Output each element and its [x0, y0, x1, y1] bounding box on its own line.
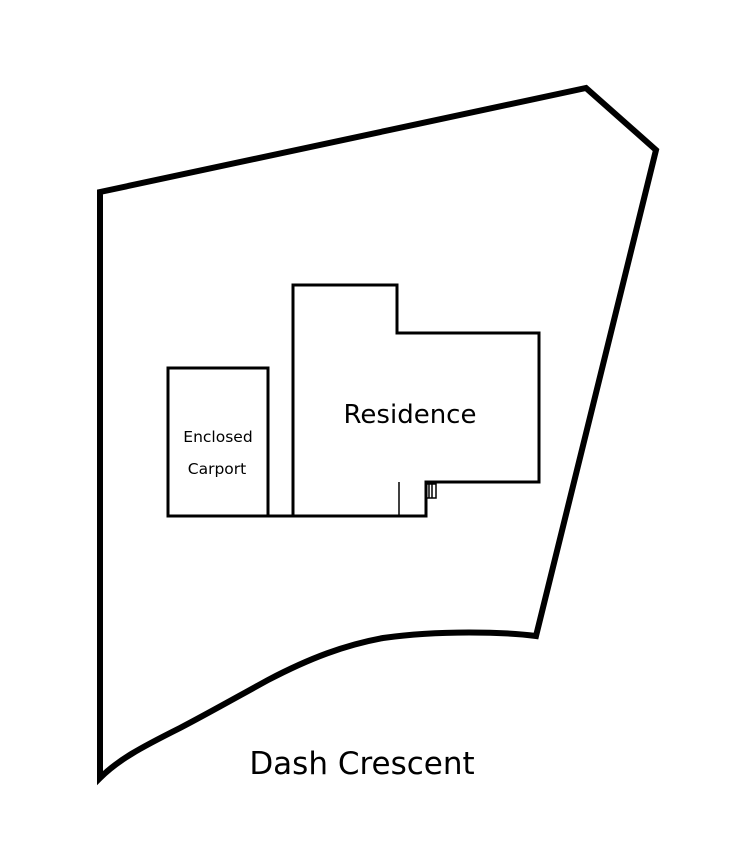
- entry-steps: [425, 483, 437, 499]
- residence-outline: [291, 283, 541, 518]
- carport-label-line2: Carport: [188, 460, 246, 478]
- enclosed-carport: [166, 366, 270, 518]
- carport-label-line1: Enclosed: [183, 428, 252, 446]
- residence-label: Residence: [344, 400, 477, 430]
- property-boundary: [97, 84, 660, 786]
- street-name-label: Dash Crescent: [249, 746, 474, 782]
